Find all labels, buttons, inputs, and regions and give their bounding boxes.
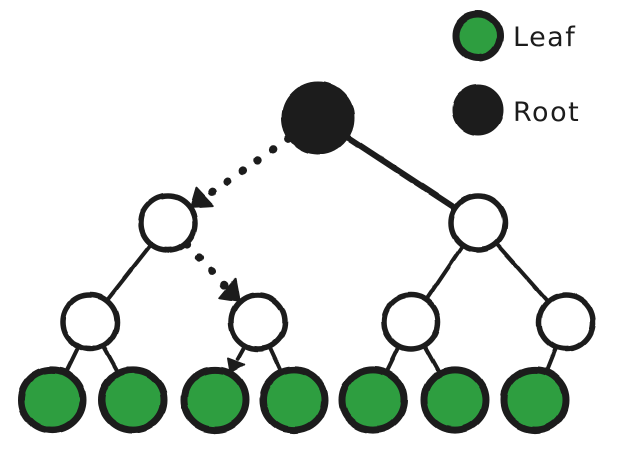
edges-layer: [64, 134, 558, 374]
arrowhead-e-root-left: [189, 186, 215, 208]
node-circle-leaf[interactable]: [98, 366, 168, 434]
tree-node-n-l[interactable]: [138, 193, 198, 253]
tree-edge-e-nr-nrl: [425, 244, 465, 300]
arrowheads-layer: [189, 186, 245, 373]
tree-edge-e-nrr-l7: [545, 346, 558, 372]
tree-edge-e-root-left: [199, 134, 293, 203]
tree-edge-e-nll-l2: [101, 344, 120, 374]
legend-root-label: Root: [513, 97, 580, 128]
node-circle-leaf[interactable]: [17, 366, 87, 434]
tree-node-root[interactable]: [281, 81, 355, 155]
tree-node-n-rl[interactable]: [381, 292, 441, 352]
node-circle-internal[interactable]: [448, 193, 508, 253]
tree-node-leaf-2[interactable]: [98, 366, 168, 434]
node-circle-internal[interactable]: [60, 292, 120, 352]
tree-edge-e-root-right: [345, 134, 457, 211]
node-circle-internal[interactable]: [228, 292, 288, 352]
arrowhead-shape: [218, 278, 241, 303]
tree-node-leaf-1[interactable]: [17, 366, 87, 434]
tree-node-n-r[interactable]: [448, 193, 508, 253]
tree-edge-e-nrl-l5: [385, 345, 401, 373]
arrowhead-e-nl-nlr: [218, 278, 241, 303]
legend-leaf-label: Leaf: [513, 22, 576, 53]
nodes-layer: [17, 81, 596, 434]
arrowhead-e-nlr-l3: [227, 357, 245, 373]
tree-edge-e-nl-nll: [105, 243, 153, 302]
tree-node-leaf-4[interactable]: [259, 366, 329, 434]
tree-node-leaf-7[interactable]: [500, 366, 570, 434]
tree-node-n-ll[interactable]: [60, 292, 120, 352]
legend-root-swatch-icon: [452, 84, 504, 136]
tree-node-leaf-5[interactable]: [338, 366, 408, 434]
tree-edge-e-nlr-l3: [235, 344, 247, 361]
tree-node-n-lr[interactable]: [228, 292, 288, 352]
tree-edge-e-nr-nrr: [494, 241, 549, 303]
node-circle-internal[interactable]: [381, 292, 441, 352]
node-circle-leaf[interactable]: [180, 366, 250, 434]
tree-node-leaf-6[interactable]: [420, 366, 490, 434]
tree-edge-e-nlr-l4: [267, 345, 283, 372]
node-circle-leaf[interactable]: [420, 366, 490, 434]
node-circle-root[interactable]: [281, 81, 355, 155]
tree-node-n-rr[interactable]: [536, 292, 596, 352]
tree-edge-e-nll-l1: [64, 345, 80, 373]
legend: Leaf Root: [452, 10, 580, 136]
legend-leaf-swatch-icon: [452, 10, 504, 62]
node-circle-leaf[interactable]: [500, 366, 570, 434]
node-circle-internal[interactable]: [138, 193, 198, 253]
tree-node-leaf-3[interactable]: [180, 366, 250, 434]
node-circle-leaf[interactable]: [338, 366, 408, 434]
arrowhead-shape: [227, 357, 245, 373]
node-circle-leaf[interactable]: [259, 366, 329, 434]
tree-edge-e-nl-nlr: [182, 239, 234, 295]
tree-edge-e-nrl-l6: [422, 344, 441, 374]
node-circle-internal[interactable]: [536, 292, 596, 352]
arrowhead-shape: [189, 186, 215, 208]
